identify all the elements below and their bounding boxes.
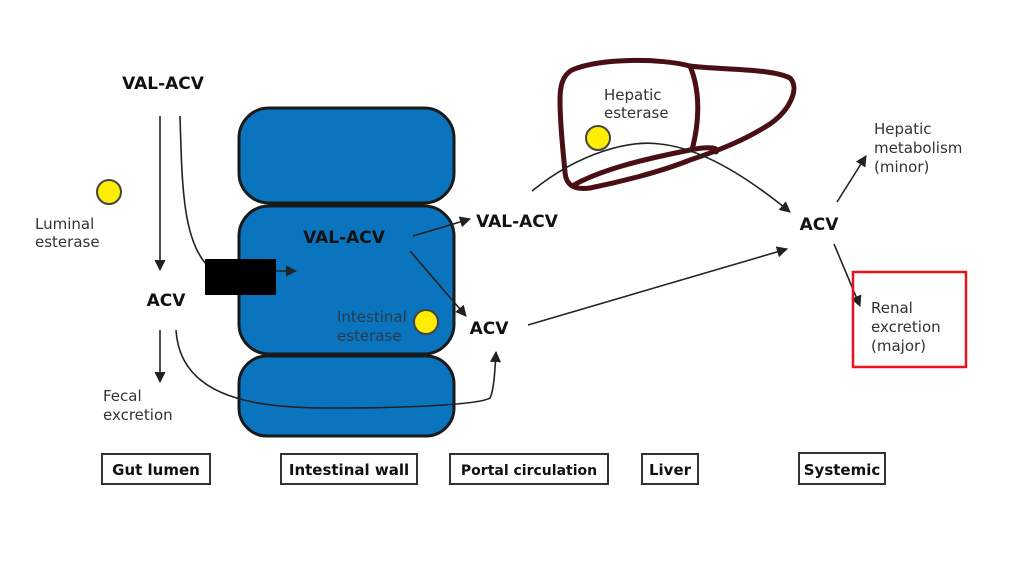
svg-text:Intestinal wall: Intestinal wall: [289, 461, 409, 479]
node-val-acv-lumen: VAL-ACV: [122, 74, 205, 94]
svg-text:Hepatic: Hepatic: [604, 86, 662, 104]
intestinal-villus-bottom: [237, 354, 456, 438]
svg-text:Renal: Renal: [871, 299, 913, 317]
svg-text:esterase: esterase: [35, 233, 100, 251]
renal-excretion-label: Renal excretion (major): [871, 299, 941, 355]
svg-text:esterase: esterase: [337, 327, 402, 345]
svg-text:Portal circulation: Portal circulation: [461, 463, 597, 479]
hepatic-metabolism-label: Hepatic metabolism (minor): [874, 120, 962, 176]
node-val-acv-wall: VAL-ACV: [303, 228, 386, 248]
section-portal-circulation: Portal circulation: [449, 453, 609, 485]
svg-text:Fecal: Fecal: [103, 387, 142, 405]
node-val-acv-portal: VAL-ACV: [476, 212, 559, 232]
section-intestinal-wall: Intestinal wall: [280, 453, 418, 485]
arrow-wall-to-val-acv-portal: [412, 216, 472, 237]
arrow-val-acv-to-transporter: [179, 115, 209, 267]
arrow-acv-lumen-to-acv-portal: [175, 329, 502, 409]
node-acv-portal: ACV: [470, 319, 510, 339]
arrow-val-acv-to-liver-to-acv: [531, 142, 791, 213]
intestinal-esterase-label: Intestinal esterase: [337, 308, 407, 345]
intestinal-villus-top: [237, 106, 456, 205]
svg-text:(major): (major): [871, 337, 926, 355]
svg-text:(minor): (minor): [874, 158, 929, 176]
renal-excretion-highlight-box: [851, 270, 968, 369]
svg-text:Gut lumen: Gut lumen: [112, 461, 200, 479]
arrow-acv-to-hepatic-metabolism: [836, 155, 867, 203]
node-acv-systemic: ACV: [800, 215, 840, 235]
liver-outline: [557, 57, 797, 191]
luminal-esterase-icon: [96, 179, 122, 205]
node-acv-lumen: ACV: [147, 291, 187, 311]
section-gut-lumen: Gut lumen: [101, 453, 211, 485]
hepatic-esterase-label: Hepatic esterase: [604, 86, 669, 122]
svg-text:Luminal: Luminal: [35, 215, 94, 233]
arrow-acv-to-renal-excretion: [833, 243, 862, 308]
section-systemic: Systemic: [798, 452, 886, 485]
arrow-wall-to-acv-portal: [409, 250, 467, 317]
svg-text:excretion: excretion: [871, 318, 941, 336]
hepatic-esterase-icon: [585, 125, 611, 151]
section-liver: Liver: [641, 453, 699, 485]
intestinal-esterase-icon: [413, 309, 439, 335]
svg-text:excretion: excretion: [103, 406, 173, 424]
svg-text:esterase: esterase: [604, 104, 669, 122]
svg-text:Intestinal: Intestinal: [337, 308, 407, 326]
luminal-esterase-label: Luminal esterase: [35, 215, 100, 251]
svg-text:Systemic: Systemic: [804, 461, 881, 479]
peptide-transporter: [205, 259, 276, 295]
arrow-acv-portal-to-systemic: [527, 246, 789, 326]
svg-text:Hepatic: Hepatic: [874, 120, 932, 138]
fecal-excretion-label: Fecal excretion: [103, 387, 173, 424]
svg-text:metabolism: metabolism: [874, 139, 962, 157]
svg-text:Liver: Liver: [649, 461, 692, 479]
